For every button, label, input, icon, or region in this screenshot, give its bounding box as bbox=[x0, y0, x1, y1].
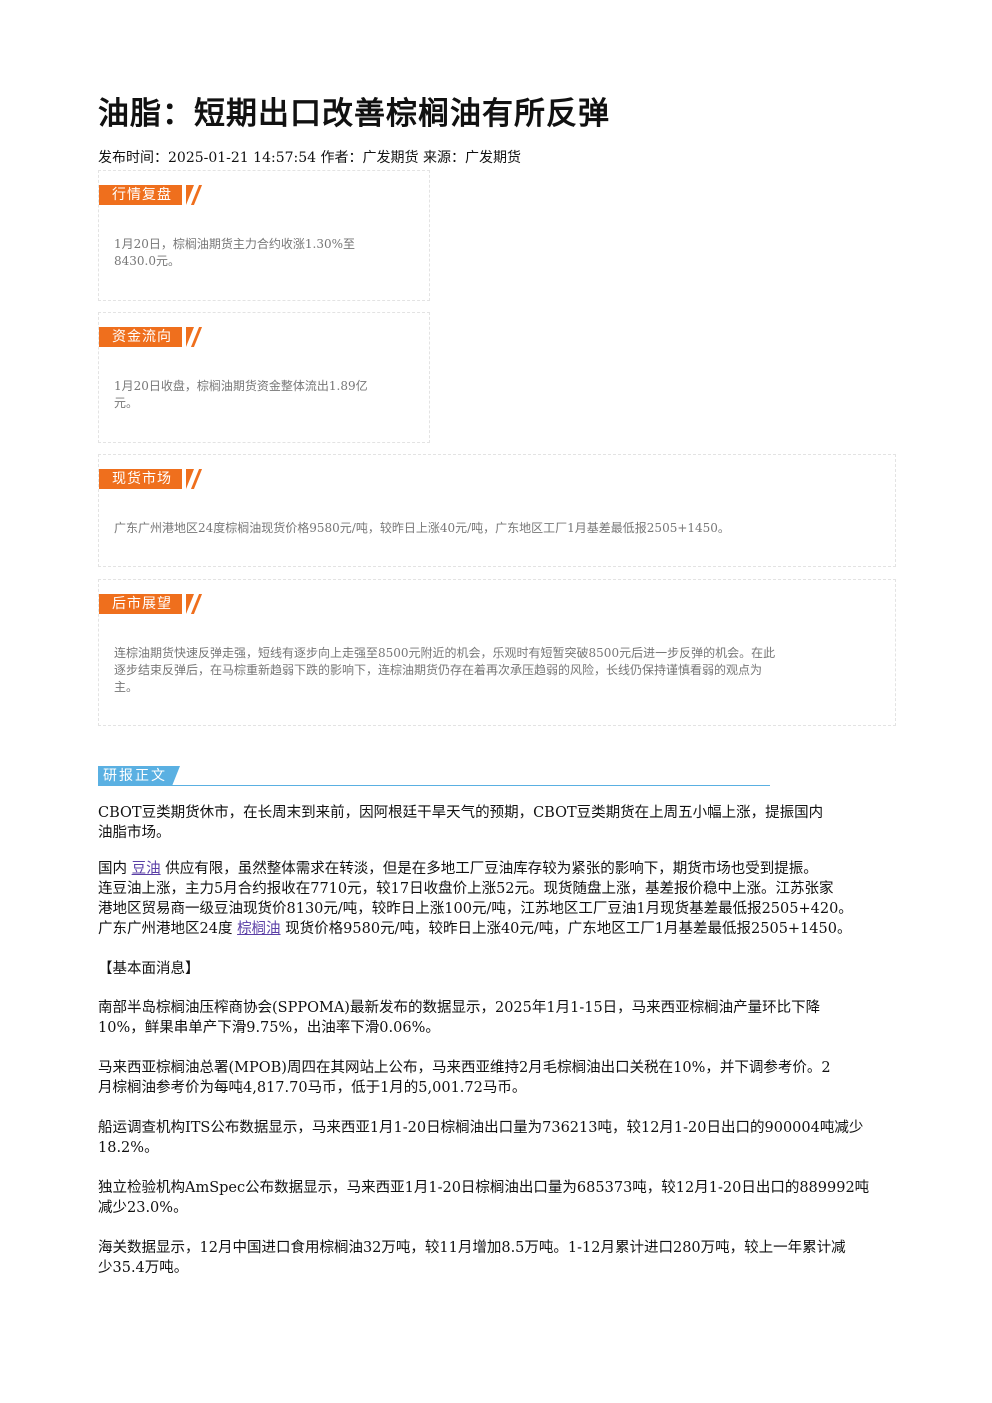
market-review-line: 1月20日，棕榈油期货主力合约收涨1.30%至 bbox=[114, 237, 356, 251]
fund-flow-box: 资金流向 1月20日收盘，棕榈油期货资金整体流出1.89亿 元。 bbox=[98, 312, 430, 443]
fund-flow-text: 1月20日收盘，棕榈油期货资金整体流出1.89亿 元。 bbox=[114, 378, 368, 412]
spot-market-line: 广东广州港地区24度棕榈油现货价格9580元/吨，较昨日上涨40元/吨，广东地区… bbox=[114, 521, 730, 535]
paragraph-line: 独立检验机构AmSpec公布数据显示，马来西亚1月1-20日棕榈油出口量为685… bbox=[98, 1180, 870, 1196]
section-divider bbox=[98, 785, 770, 786]
paragraph-line: 油脂市场。 bbox=[98, 825, 171, 841]
paragraph-text: 广东广州港地区24度 bbox=[98, 921, 238, 937]
market-review-box: 行情复盘 1月20日，棕榈油期货主力合约收涨1.30%至 8430.0元。 bbox=[98, 170, 430, 301]
market-review-text: 1月20日，棕榈油期货主力合约收涨1.30%至 8430.0元。 bbox=[114, 236, 355, 270]
paragraph-text: 国内 bbox=[98, 861, 132, 877]
paragraph-line: 南部半岛棕榈油压榨商协会(SPPOMA)最新发布的数据显示，2025年1月1-1… bbox=[98, 1000, 821, 1016]
author: 广发期货 bbox=[362, 150, 419, 166]
publish-time: 2025-01-21 14:57:54 bbox=[168, 150, 317, 166]
paragraph-line: 船运调查机构ITS公布数据显示，马来西亚1月1-20日棕榈油出口量为736213… bbox=[98, 1120, 864, 1136]
paragraph-line: 广东广州港地区24度 棕榈油 现货价格9580元/吨，较昨日上涨40元/吨，广东… bbox=[98, 919, 895, 939]
paragraph-line: 10%，鲜果串单产下滑9.75%，出油率下滑0.06%。 bbox=[98, 1020, 440, 1036]
paragraph-line: 连豆油上涨，主力5月合约报收在7710元，较17日收盘价上涨52元。现货随盘上涨… bbox=[98, 881, 834, 897]
paragraph-text: 现货价格9580元/吨，较昨日上涨40元/吨，广东地区工厂1月基差最低报2505… bbox=[280, 921, 852, 937]
outlook-line: 逐步结束反弹后，在马棕重新趋弱下跌的影响下，连棕油期货仍存在着再次承压趋弱的风险… bbox=[114, 663, 763, 677]
paragraph-line: 马来西亚棕榈油总署(MPOB)周四在其网站上公布，马来西亚维持2月毛棕榈油出口关… bbox=[98, 1060, 831, 1076]
fund-flow-line: 元。 bbox=[114, 396, 139, 410]
report-section-label: 研报正文 bbox=[98, 766, 180, 786]
news-item-4: 独立检验机构AmSpec公布数据显示，马来西亚1月1-20日棕榈油出口量为685… bbox=[98, 1178, 895, 1218]
fund-flow-line: 1月20日收盘，棕榈油期货资金整体流出1.89亿 bbox=[114, 379, 368, 393]
outlook-line: 连棕油期货快速反弹走强，短线有逐步向上走强至8500元附近的机会，乐观时有短暂突… bbox=[114, 646, 776, 660]
paragraph-line: 月棕榈油参考价为每吨4,817.70马币，低于1月的5,001.72马币。 bbox=[98, 1080, 527, 1096]
outlook-tag: 后市展望 bbox=[99, 594, 194, 614]
news-item-5: 海关数据显示，12月中国进口食用棕榈油32万吨，较11月增加8.5万吨。1-12… bbox=[98, 1238, 895, 1278]
palm-oil-link[interactable]: 棕榈油 bbox=[237, 921, 281, 937]
source: 广发期货 bbox=[464, 150, 521, 166]
report-paragraph-2: 国内 豆油 供应有限，虽然整体需求在转淡，但是在多地工厂豆油库存较为紧张的影响下… bbox=[98, 859, 895, 939]
soybean-oil-link[interactable]: 豆油 bbox=[131, 861, 161, 877]
paragraph-text: 供应有限，虽然整体需求在转淡，但是在多地工厂豆油库存较为紧张的影响下，期货市场也… bbox=[160, 861, 818, 877]
paragraph-line: 海关数据显示，12月中国进口食用棕榈油32万吨，较11月增加8.5万吨。1-12… bbox=[98, 1240, 846, 1256]
paragraph-line: 少35.4万吨。 bbox=[98, 1260, 189, 1276]
page-title: 油脂：短期出口改善棕榈油有所反弹 bbox=[98, 96, 610, 132]
paragraph-line: CBOT豆类期货休市，在长周末到来前，因阿根廷干旱天气的预期，CBOT豆类期货在… bbox=[98, 805, 824, 821]
paragraph-line: 减少23.0%。 bbox=[98, 1200, 188, 1216]
spot-market-box: 现货市场 广东广州港地区24度棕榈油现货价格9580元/吨，较昨日上涨40元/吨… bbox=[98, 454, 896, 567]
news-item-2: 马来西亚棕榈油总署(MPOB)周四在其网站上公布，马来西亚维持2月毛棕榈油出口关… bbox=[98, 1058, 895, 1098]
publish-label: 发布时间： bbox=[98, 150, 168, 166]
market-review-tag: 行情复盘 bbox=[99, 185, 194, 205]
outlook-box: 后市展望 连棕油期货快速反弹走强，短线有逐步向上走强至8500元附近的机会，乐观… bbox=[98, 579, 896, 726]
fundamentals-heading: 【基本面消息】 bbox=[98, 961, 200, 977]
news-item-1: 南部半岛棕榈油压榨商协会(SPPOMA)最新发布的数据显示，2025年1月1-1… bbox=[98, 998, 895, 1038]
article-meta: 发布时间：2025-01-21 14:57:54 作者：广发期货 来源：广发期货 bbox=[98, 147, 521, 167]
outlook-line: 主。 bbox=[114, 680, 139, 694]
report-paragraph-1: CBOT豆类期货休市，在长周末到来前，因阿根廷干旱天气的预期，CBOT豆类期货在… bbox=[98, 803, 895, 843]
outlook-text: 连棕油期货快速反弹走强，短线有逐步向上走强至8500元附近的机会，乐观时有短暂突… bbox=[114, 645, 775, 696]
spot-market-tag: 现货市场 bbox=[99, 469, 194, 489]
fund-flow-tag: 资金流向 bbox=[99, 327, 194, 347]
author-label: 作者： bbox=[316, 150, 363, 166]
spot-market-text: 广东广州港地区24度棕榈油现货价格9580元/吨，较昨日上涨40元/吨，广东地区… bbox=[114, 520, 730, 537]
source-label: 来源： bbox=[418, 150, 465, 166]
market-review-line: 8430.0元。 bbox=[114, 254, 180, 268]
paragraph-line: 18.2%。 bbox=[98, 1140, 159, 1156]
paragraph-line: 港地区贸易商一级豆油现货价8130元/吨，较昨日上涨100元/吨，江苏地区工厂豆… bbox=[98, 901, 853, 917]
news-item-3: 船运调查机构ITS公布数据显示，马来西亚1月1-20日棕榈油出口量为736213… bbox=[98, 1118, 895, 1158]
report-section-header: 研报正文 bbox=[98, 766, 770, 787]
paragraph-line: 国内 豆油 供应有限，虽然整体需求在转淡，但是在多地工厂豆油库存较为紧张的影响下… bbox=[98, 859, 895, 879]
